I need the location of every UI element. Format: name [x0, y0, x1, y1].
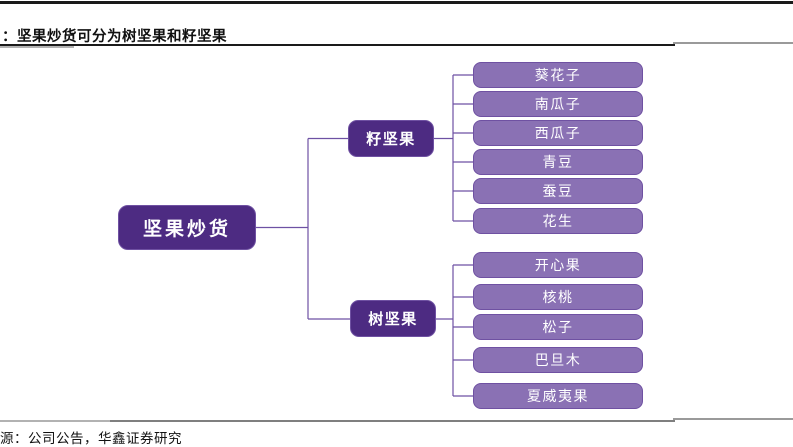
node-tree-nuts-branch: 树坚果 — [350, 300, 436, 337]
footer-divider-right-segment — [673, 417, 793, 421]
node-watermelon-seeds: 西瓜子 — [473, 120, 643, 146]
title-divider-left-segment — [0, 45, 74, 48]
node-macadamia: 夏威夷果 — [473, 383, 643, 409]
figure-title: ：坚果炒货可分为树坚果和籽坚果 — [2, 29, 227, 45]
node-broad-beans: 蚕豆 — [473, 178, 643, 204]
node-green-beans: 青豆 — [473, 149, 643, 175]
node-pistachios: 开心果 — [473, 252, 643, 278]
node-pine-nuts: 松子 — [473, 314, 643, 340]
page-top-border — [0, 1, 793, 4]
node-roasted-nuts-root: 坚果炒货 — [118, 205, 256, 250]
node-sunflower-seeds: 葵花子 — [473, 62, 643, 88]
node-pumpkin-seeds: 南瓜子 — [473, 91, 643, 117]
footer-divider-left-segment — [0, 419, 110, 422]
title-divider — [0, 44, 675, 46]
node-seed-nuts-branch: 籽坚果 — [348, 120, 434, 157]
node-walnuts: 核桃 — [473, 284, 643, 310]
source-note: 源：公司公告，华鑫证券研究 — [0, 431, 182, 446]
title-divider-right-segment — [673, 41, 793, 45]
footer-divider — [0, 420, 675, 422]
node-peanuts: 花生 — [473, 208, 643, 234]
node-almonds: 巴旦木 — [473, 347, 643, 373]
